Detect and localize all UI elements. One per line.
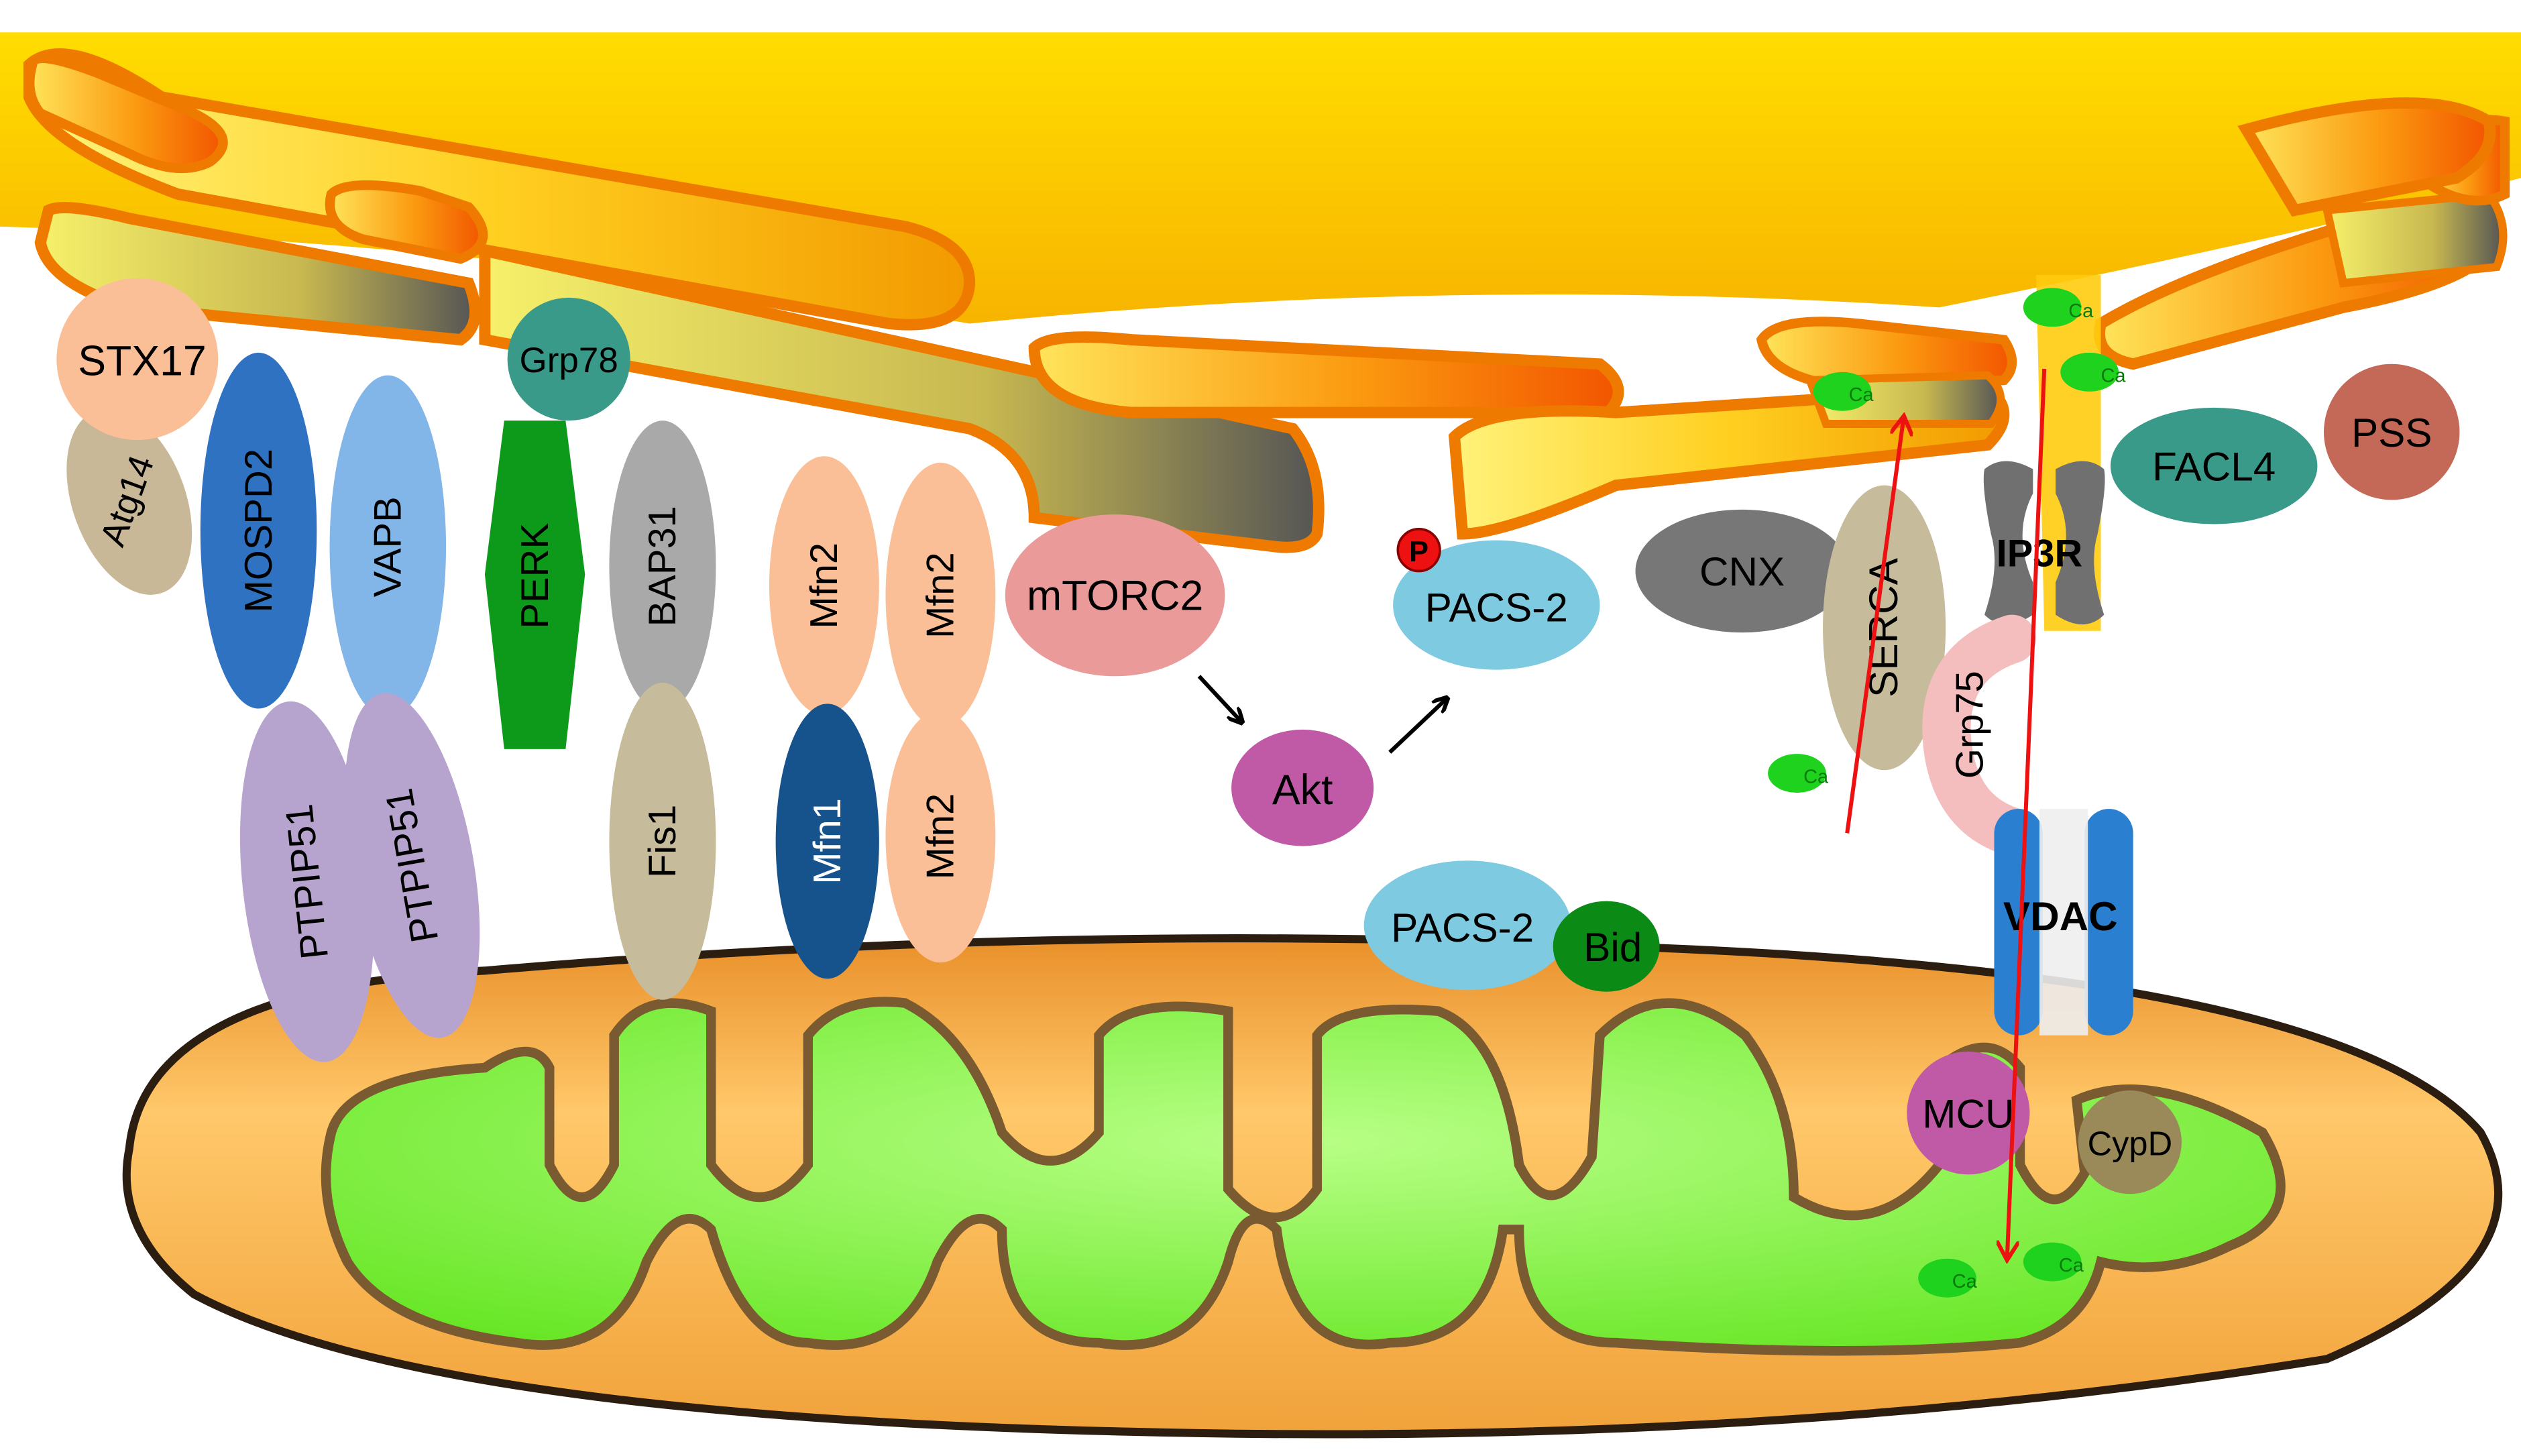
ip3r-left-half: [1983, 461, 2033, 625]
calcium-ion: Ca: [2023, 288, 2094, 327]
ptpip51-protein-2: [344, 693, 480, 1038]
vdac-left-half: [1994, 809, 2043, 1035]
calcium-ions: Ca Ca Ca Ca Ca Ca: [1768, 288, 2127, 1298]
bap31-label: BAP31: [641, 506, 684, 626]
fis1-protein: [609, 682, 716, 1000]
calcium-label: Ca: [2059, 1255, 2084, 1276]
mospd2-protein: [200, 352, 317, 709]
vapb-label: VAPB: [367, 496, 410, 597]
atg14-protein: [66, 408, 192, 595]
grp78-label: Grp78: [520, 341, 618, 380]
facl4-protein: [2110, 407, 2318, 524]
mfn2-protein-3: [885, 710, 996, 963]
akt-protein: [1231, 729, 1374, 846]
mtorc2-label: mTORC2: [1027, 572, 1203, 619]
calcium-label: Ca: [2068, 300, 2094, 322]
calcium-label: Ca: [1803, 767, 1829, 788]
stx17-protein: [56, 278, 219, 441]
calcium-ion: Ca: [2023, 1242, 2084, 1282]
mito-matrix: [321, 997, 2286, 1356]
bid-label: Bid: [1583, 924, 1642, 970]
tethers-left: Atg14 STX17 MOSPD2 VAPB PTPIP51 PTPIP51 …: [56, 278, 996, 1062]
grp75-label: Grp75: [1949, 671, 1992, 779]
mtorc2-protein: [1005, 514, 1225, 677]
mfn1-label: Mfn1: [806, 798, 849, 885]
serca-protein: [1823, 485, 1946, 771]
er-cisterna: [23, 48, 976, 331]
facl4-label: FACL4: [2152, 443, 2276, 489]
cnx-label: CNX: [1699, 549, 1785, 594]
mfn2-label-1: Mfn2: [803, 543, 846, 629]
mfn1-protein: [775, 704, 879, 979]
calcium-ion: Ca: [2060, 352, 2127, 392]
serca-uptake-arrow: [1845, 417, 1903, 834]
mitochondrion: [122, 934, 2503, 1439]
signaling-center: mTORC2 Akt PACS-2 P PACS-2 Bid: [1005, 514, 1660, 992]
ip3r-right-half: [2056, 461, 2105, 625]
cnx-protein: [1635, 509, 1849, 633]
vdac-right-half: [2084, 809, 2133, 1035]
cypd-label: CypD: [2088, 1124, 2172, 1162]
vapb-protein: [329, 375, 447, 719]
ip3r-release-arrow: [2007, 368, 2047, 1259]
perk-label: PERK: [514, 523, 557, 629]
mfn2-protein-1: [769, 456, 879, 716]
phospho-label: P: [1409, 536, 1428, 568]
mcu-label: MCU: [1922, 1090, 2014, 1136]
pss-protein: [2324, 363, 2460, 500]
endoplasmic-reticulum: [0, 32, 2521, 631]
pss-label: PSS: [2351, 410, 2432, 455]
mospd2-label: MOSPD2: [237, 449, 280, 612]
calcium-label: Ca: [1952, 1271, 1978, 1292]
arrow-mtorc2-to-akt: [1197, 675, 1241, 722]
pacs2-er-protein: [1393, 540, 1600, 670]
calcium-ion: Ca: [1813, 372, 1874, 411]
mcu-protein: [1907, 1051, 2030, 1175]
phospho-marker: [1396, 527, 1441, 573]
calcium-label: Ca: [2101, 365, 2127, 386]
perk-protein: [484, 421, 585, 749]
akt-label: Akt: [1272, 767, 1333, 814]
bid-protein: [1553, 901, 1660, 992]
calcium-label: Ca: [1849, 384, 1874, 406]
ip3r-label: IP3R: [1997, 532, 2083, 575]
mfn2-label-3: Mfn2: [919, 793, 962, 880]
fis1-label: Fis1: [641, 805, 684, 878]
pacs2-mito-label: PACS-2: [1391, 905, 1534, 950]
stx17-label: STX17: [78, 338, 207, 385]
mfn2-protein-2: [885, 462, 996, 728]
mfn2-label-2: Mfn2: [919, 552, 962, 638]
grp75-protein: [1922, 614, 2041, 858]
calcium-ion: Ca: [1918, 1258, 1978, 1298]
ptpip51-protein-1: [239, 701, 374, 1062]
pacs2-mito-protein: [1363, 860, 1571, 991]
calcium-ion: Ca: [1768, 754, 1829, 793]
bap31-protein: [609, 421, 716, 712]
arrow-akt-to-pacs2: [1388, 699, 1446, 754]
cypd-protein: [2078, 1090, 2182, 1194]
pacs2-er-label: PACS-2: [1425, 584, 1568, 630]
grp78-protein: [507, 297, 630, 421]
